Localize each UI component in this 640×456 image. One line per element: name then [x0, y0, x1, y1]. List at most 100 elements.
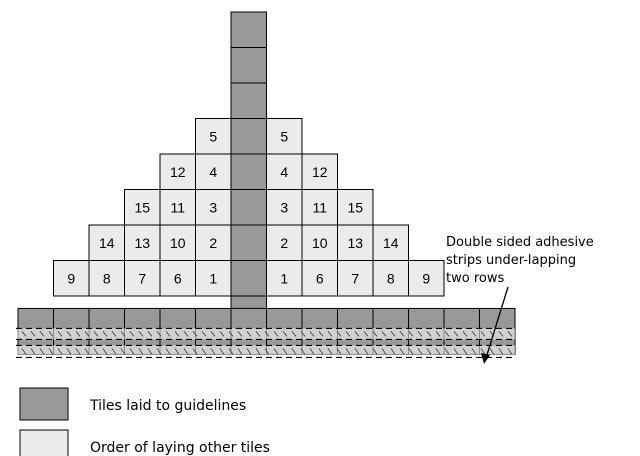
- strip-hatch: [363, 331, 369, 337]
- guideline-tile: [230, 47, 267, 84]
- strip-hatch: [210, 331, 216, 337]
- strip-hatch: [246, 348, 252, 355]
- legend-label-order: Order of laying other tiles: [90, 440, 270, 456]
- strip-hatch: [345, 348, 351, 355]
- strip-hatch: [147, 348, 153, 355]
- strip-hatch: [426, 348, 432, 355]
- strip-hatch: [192, 331, 198, 337]
- tile-order-number: 4: [280, 164, 288, 180]
- tile-order-number: 9: [67, 270, 75, 286]
- guideline-tile: [230, 11, 267, 48]
- strip-hatch: [39, 331, 45, 337]
- strip-hatch: [219, 331, 225, 337]
- strip-hatch: [471, 348, 477, 355]
- order-tile: [266, 153, 303, 190]
- strip-hatch: [507, 348, 513, 355]
- strip-hatch: [147, 331, 153, 337]
- strip-hatch: [219, 348, 225, 355]
- legend: Tiles laid to guidelines Order of laying…: [19, 387, 270, 456]
- tile-order-number: 5: [209, 128, 217, 144]
- order-tile: [124, 189, 161, 226]
- strip-hatch: [372, 348, 378, 355]
- strip-hatch: [435, 331, 441, 337]
- strip-hatch: [210, 348, 216, 355]
- strip-hatch: [129, 348, 135, 355]
- strip-hatch: [336, 331, 342, 337]
- strip-hatch: [57, 331, 63, 337]
- strip-hatch: [363, 348, 369, 355]
- order-tile: [301, 260, 338, 297]
- tile-order-number: 11: [170, 199, 185, 215]
- adhesive-strip-annotation: Double sided adhesive strips under-lappi…: [446, 235, 594, 364]
- strip-hatch: [57, 348, 63, 355]
- strip-hatch: [84, 348, 90, 355]
- strip-hatch: [426, 331, 432, 337]
- strip-hatch: [381, 348, 387, 355]
- strip-hatch: [237, 331, 243, 337]
- strip-hatch: [255, 348, 261, 355]
- strip-hatch: [174, 348, 180, 355]
- tile-order-number: 13: [134, 235, 150, 251]
- tile-order-number: 10: [170, 235, 186, 251]
- strip-hatch: [444, 331, 450, 337]
- tile-order-number: 9: [422, 270, 430, 286]
- order-tile: [195, 260, 232, 297]
- strip-hatch: [462, 348, 468, 355]
- strip-hatch: [489, 348, 495, 355]
- guideline-tile: [230, 224, 267, 261]
- strip-hatch: [390, 348, 396, 355]
- strip-hatch: [372, 331, 378, 337]
- guideline-tile: [230, 82, 267, 119]
- tile-order-number: 15: [134, 199, 150, 215]
- strip-hatch: [75, 348, 81, 355]
- strip-hatch: [102, 331, 108, 337]
- strip-hatch: [273, 348, 279, 355]
- strip-hatch: [246, 331, 252, 337]
- tile-order-number: 2: [280, 235, 288, 251]
- strip-hatch: [282, 348, 288, 355]
- strip-hatch: [228, 348, 234, 355]
- order-tile: [301, 153, 338, 190]
- strip-hatch: [111, 348, 117, 355]
- tile-order-number: 6: [174, 270, 182, 286]
- tile-order-number: 7: [351, 270, 359, 286]
- order-tile: [124, 224, 161, 261]
- tile-order-number: 13: [347, 235, 363, 251]
- strip-hatch: [84, 331, 90, 337]
- strip-hatch: [21, 331, 27, 337]
- tile-order-number: 10: [312, 235, 328, 251]
- strip-hatch: [399, 331, 405, 337]
- strip-hatch: [129, 331, 135, 337]
- strip-hatch: [138, 331, 144, 337]
- annotation-line-1: Double sided adhesive: [446, 235, 594, 250]
- strip-hatch: [381, 331, 387, 337]
- guideline-tile: [230, 189, 267, 226]
- strip-hatch: [48, 348, 54, 355]
- strip-hatch: [48, 331, 54, 337]
- guideline-tile: [230, 260, 267, 297]
- strip-hatch: [498, 348, 504, 355]
- order-tile: [88, 260, 125, 297]
- tile-order-number: 3: [280, 199, 288, 215]
- strip-hatch: [318, 331, 324, 337]
- strip-hatch: [354, 348, 360, 355]
- strip-hatch: [201, 348, 207, 355]
- tile-order-number: 14: [99, 235, 115, 251]
- strip-hatch: [156, 348, 162, 355]
- tile-order-number: 14: [383, 235, 399, 251]
- strip-hatch: [399, 348, 405, 355]
- strip-hatch: [273, 331, 279, 337]
- tile-order-number: 15: [347, 199, 363, 215]
- order-tile: [159, 260, 196, 297]
- order-tile: [124, 260, 161, 297]
- strip-hatch: [417, 331, 423, 337]
- tile-order-number: 5: [280, 128, 288, 144]
- order-tile: [408, 260, 445, 297]
- legend-label-guideline: Tiles laid to guidelines: [89, 398, 246, 414]
- strip-hatch: [102, 348, 108, 355]
- adhesive-strip: [16, 328, 515, 340]
- order-tile: [337, 189, 374, 226]
- strip-hatch: [318, 348, 324, 355]
- guideline-tile: [230, 118, 267, 155]
